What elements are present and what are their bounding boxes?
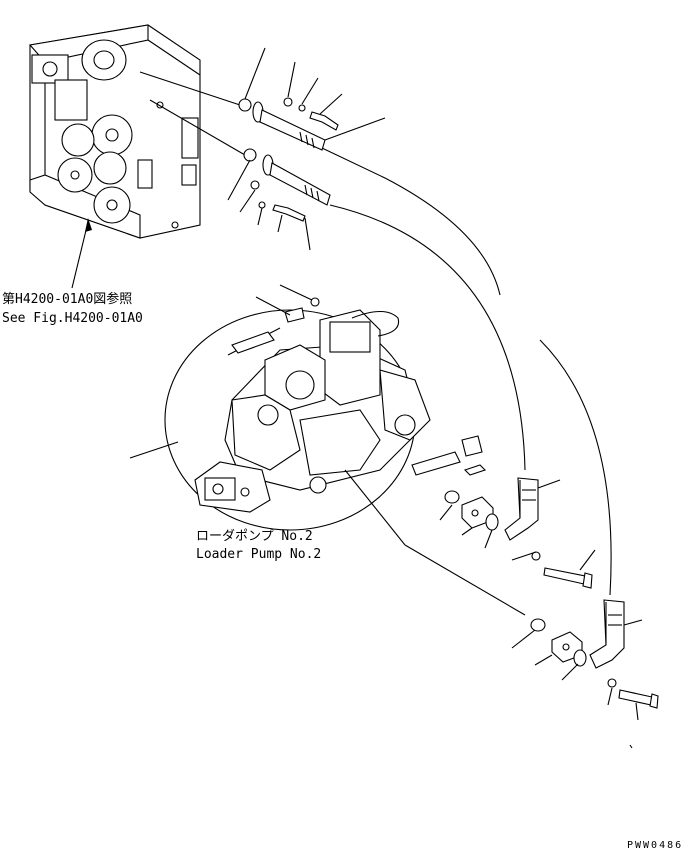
fittings-block-1 [439,477,596,589]
reference-leader-line [71,221,89,289]
upper-leader-lines [227,47,386,251]
middle-leader-lines [129,284,526,616]
lower-right-hose [539,339,612,596]
reference-note-english: See Fig.H4200-01A0 [2,311,143,326]
reference-note-japanese: 第H4200-01A0図参照 [2,292,133,307]
pump-label-japanese: ローダポンプ No.2 [196,529,313,544]
pump-label-english: Loader Pump No.2 [196,547,322,562]
pump-drive-housing [28,24,201,239]
fittings-block-2 [511,599,659,749]
loader-pump-assembly [164,297,487,531]
upper-hose-assemblies [139,71,526,471]
drawing-number: PWW0486 [627,840,684,851]
reference-arrow-icon [85,218,92,232]
